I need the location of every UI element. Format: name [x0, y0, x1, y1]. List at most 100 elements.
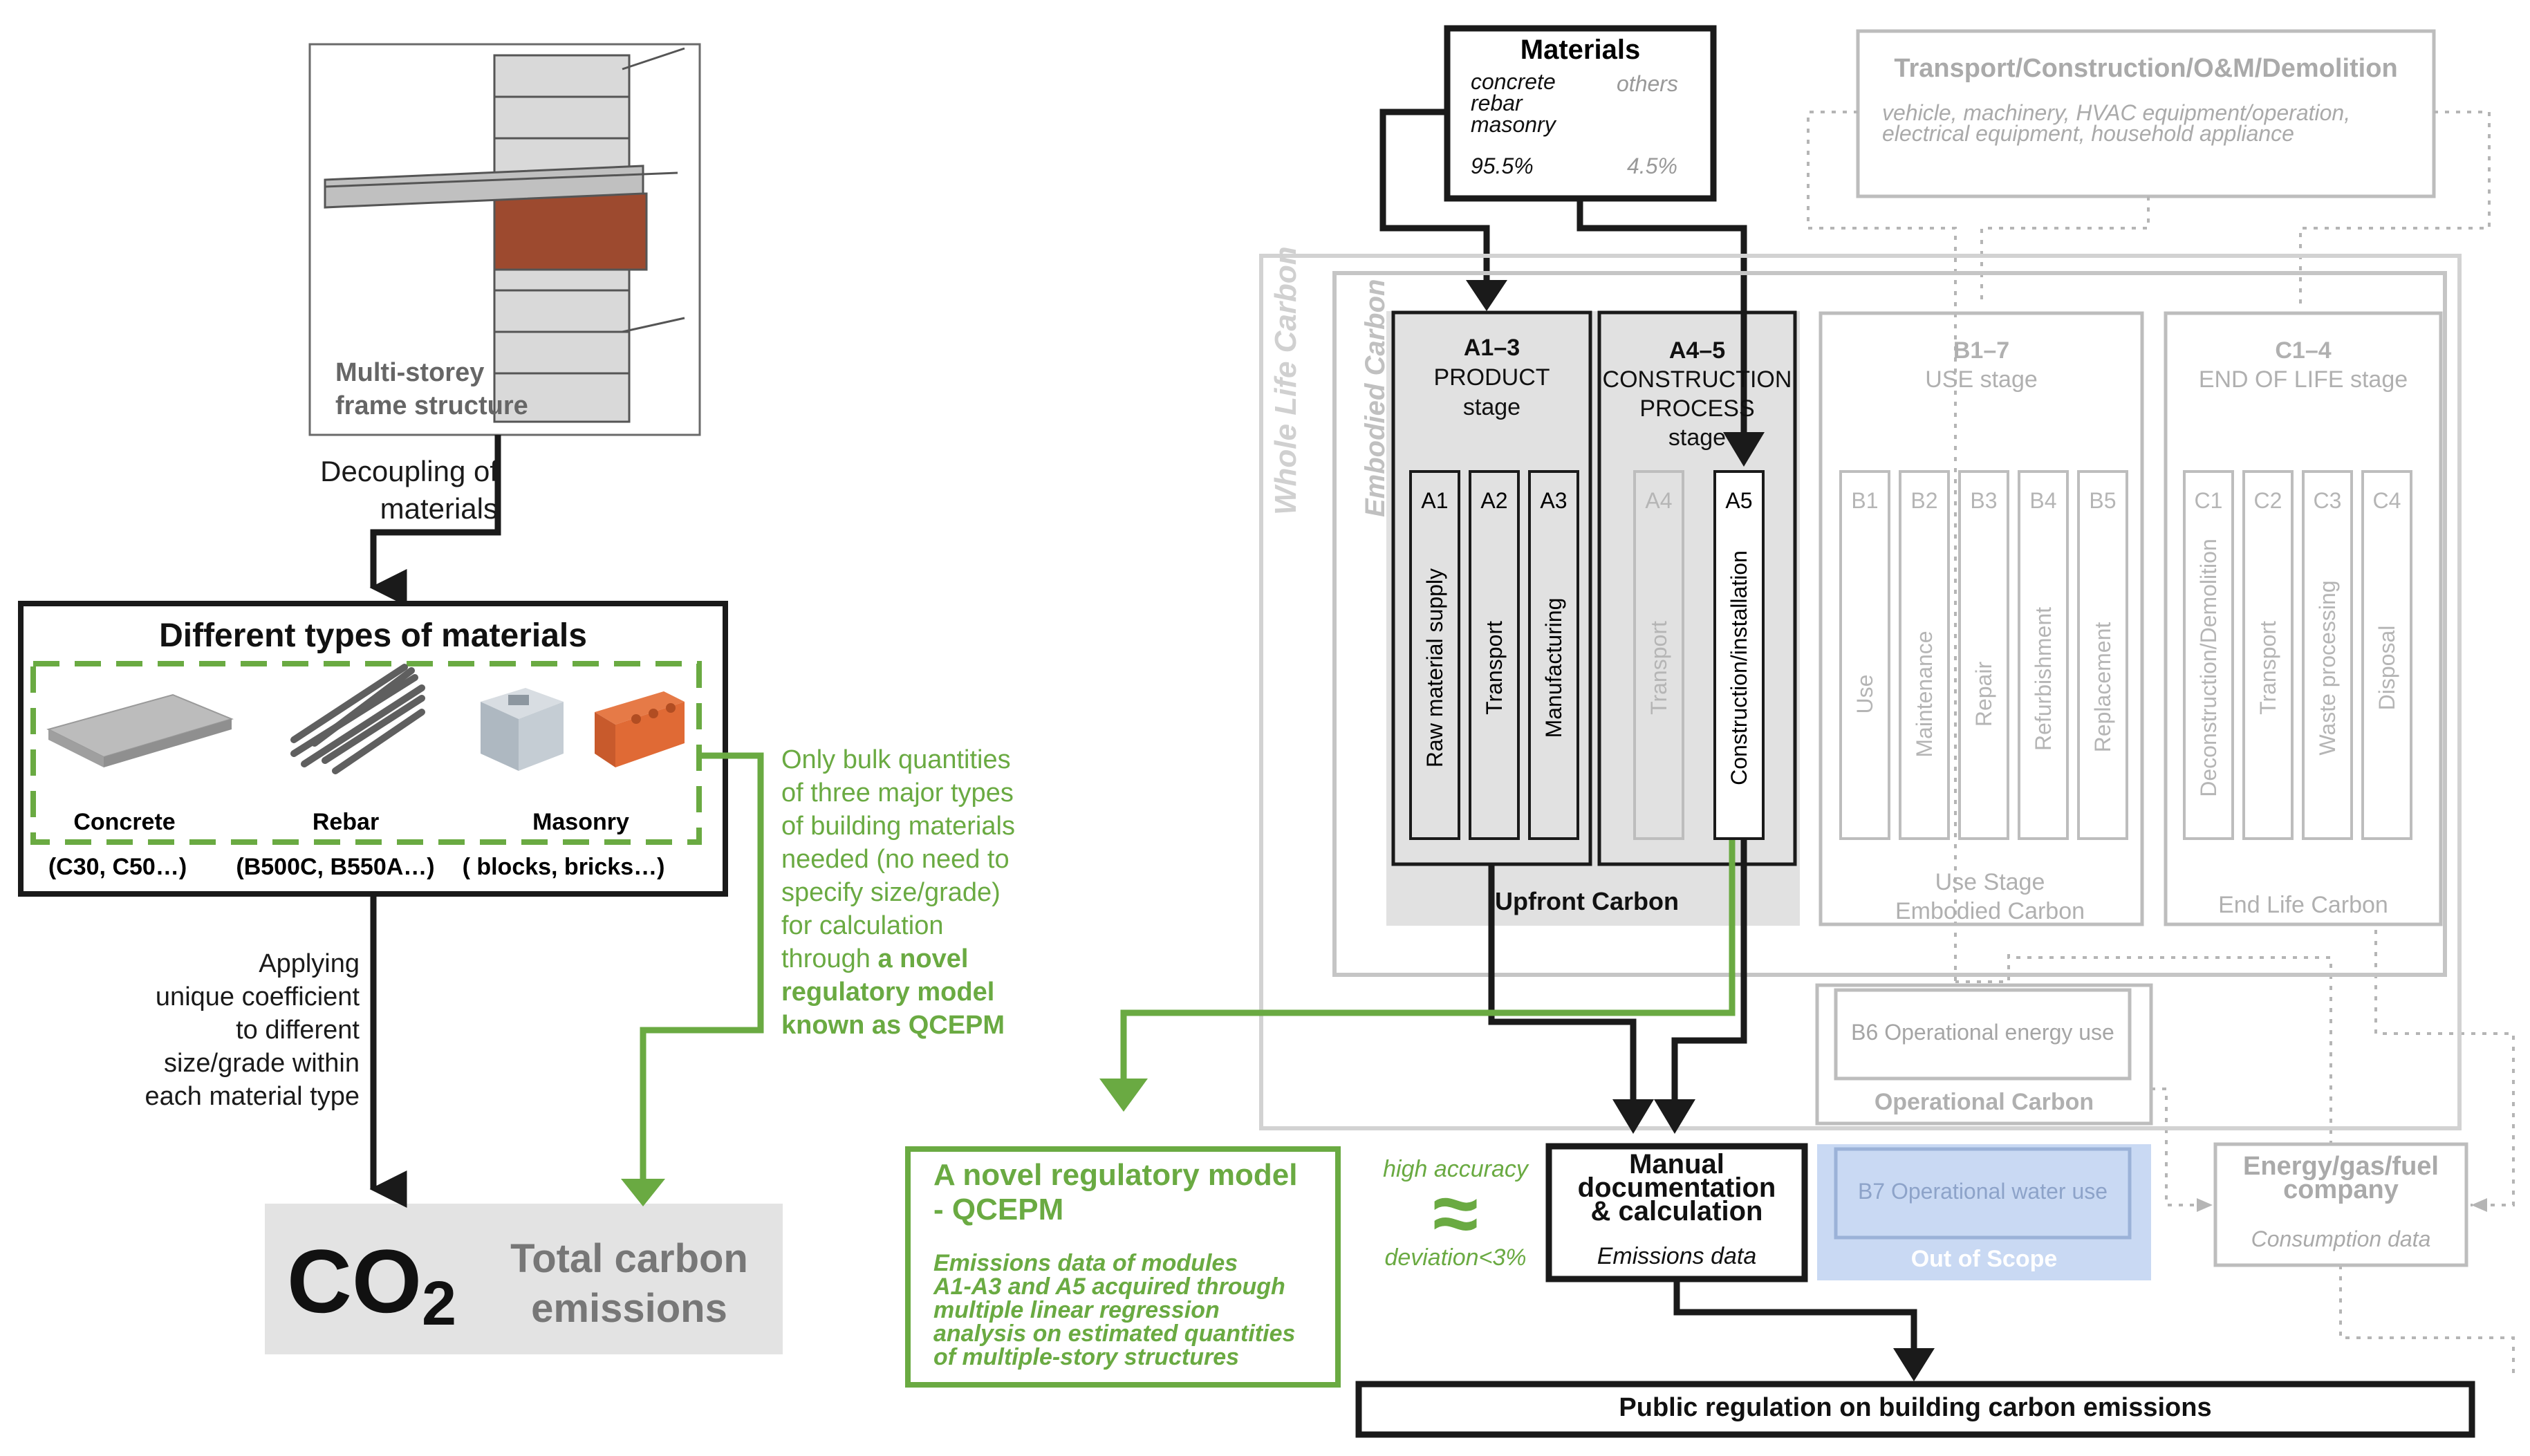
- embodied-carbon-frame: [1332, 271, 2447, 977]
- structure-caption-line1: Multi-storey: [335, 358, 485, 387]
- module-a3: A3 Manufacturing: [1528, 470, 1579, 840]
- decoupling-line1: Decoupling of: [320, 455, 498, 487]
- module-a5-code: A5: [1725, 488, 1753, 513]
- use-stage-line2: Embodied Carbon: [1895, 898, 2085, 924]
- bulk-line7-pre: through: [781, 944, 878, 973]
- bulk-line9: known as QCEPM: [781, 1011, 1005, 1040]
- manual-line3: & calculation: [1590, 1196, 1763, 1226]
- module-a4-code: A4: [1645, 488, 1673, 513]
- bulk-line3: of building materials: [781, 812, 1015, 841]
- structure-caption: Multi-storey frame structure: [335, 356, 528, 422]
- end-life-carbon-label: End Life Carbon: [2218, 892, 2388, 918]
- c-to-energy: [2374, 930, 2515, 1206]
- rebar-grades: (B500C, B550A…): [236, 854, 435, 880]
- module-c1: C1 Deconstruction/Demolition: [2183, 470, 2234, 840]
- bulk-line1: Only bulk quantities: [781, 745, 1011, 774]
- whole-life-carbon-label: Whole Life Carbon: [1269, 246, 1303, 515]
- energy-to-bottom: [2339, 1265, 2515, 1379]
- masonry-block-image: [481, 688, 564, 771]
- module-c3-code: C3: [2313, 488, 2342, 513]
- bulk-line6: for calculation: [781, 911, 944, 940]
- concrete-image: [46, 693, 234, 767]
- energy-line1: Energy/gas/fuel: [2243, 1152, 2439, 1181]
- a13-line2: stage: [1462, 394, 1521, 420]
- bulk-quantity-arrow: [640, 752, 764, 1189]
- module-c3-label: Waste processing: [2315, 580, 2340, 756]
- bulk-line7: through a novel: [781, 942, 1099, 976]
- materials-right-percent: 4.5%: [1627, 153, 1677, 178]
- module-a4-label: Transport: [1646, 621, 1671, 715]
- a45-line3: stage: [1668, 424, 1727, 451]
- a45-stage-title: A4–5 CONSTRUCTION PROCESS stage: [1599, 336, 1795, 452]
- transport-box-title: Transport/Construction/O&M/Demolition: [1894, 54, 2398, 83]
- module-a1: A1 Raw material supply: [1409, 470, 1460, 840]
- b17-line1: USE stage: [1925, 366, 2038, 393]
- materials-item-masonry: masonry: [1471, 112, 1556, 137]
- materials-to-a5-arrow: [1576, 198, 1747, 439]
- module-c2: C2 Transport: [2242, 470, 2294, 840]
- module-b3-label: Repair: [1971, 661, 1996, 727]
- coefficient-line3: to different: [236, 1016, 360, 1045]
- a13-stage-title: A1–3 PRODUCT stage: [1393, 333, 1590, 422]
- bulk-line7-bold: a novel: [877, 944, 969, 973]
- module-b5-label: Replacement: [2090, 622, 2115, 753]
- b17-code: B1–7: [1953, 337, 2010, 364]
- energy-box-frame: [2213, 1142, 2468, 1267]
- b17-stage-title: B1–7 USE stage: [1821, 336, 2142, 394]
- qcepm-title-line1: A novel regulatory model: [933, 1158, 1298, 1192]
- materials-left-list: concrete rebar masonry: [1471, 71, 1556, 136]
- module-a4: A4 Transport: [1633, 470, 1684, 840]
- energy-line2: company: [2283, 1175, 2399, 1204]
- materials-item-concrete: concrete: [1471, 69, 1556, 94]
- module-a5: A5 Construction/installation: [1713, 470, 1765, 840]
- module-b1-code: B1: [1851, 488, 1879, 513]
- concrete-label: Concrete: [73, 809, 176, 835]
- co2-panel: [265, 1204, 783, 1354]
- c14-stage-title: C1–4 END OF LIFE stage: [2166, 336, 2441, 394]
- bulk-line8: regulatory model: [781, 978, 995, 1007]
- module-a1-code: A1: [1421, 488, 1449, 513]
- qcepm-title-line2: - QCEPM: [933, 1193, 1064, 1226]
- transport-dotted-centre: [1980, 196, 2150, 304]
- use-stage-to-energy: [2007, 954, 2332, 1144]
- decoupling-arrow: [369, 435, 501, 606]
- qcepm-desc-line1: Emissions data of modules: [933, 1250, 1238, 1276]
- module-c1-code: C1: [2194, 488, 2223, 513]
- b17-stage-frame: [1819, 311, 2144, 926]
- c14-code: C1–4: [2275, 337, 2332, 364]
- module-b5-code: B5: [2089, 488, 2117, 513]
- transport-dotted-right: [2299, 111, 2491, 304]
- module-a2-code: A2: [1480, 488, 1508, 513]
- concrete-grades: (C30, C50…): [48, 854, 187, 880]
- module-c2-code: C2: [2253, 488, 2282, 513]
- energy-arrowhead-right: [2471, 1198, 2487, 1212]
- module-b3-code: B3: [1970, 488, 1998, 513]
- qcepm-desc-line4: analysis on estimated quantities: [933, 1320, 1296, 1347]
- module-c4: C4 Disposal: [2361, 470, 2412, 840]
- qcepm-arrowhead: [1099, 1079, 1148, 1112]
- a13-arrowhead: [1466, 280, 1507, 311]
- co2-label: Total carbon emissions: [494, 1234, 764, 1334]
- module-a3-label: Manufacturing: [1541, 597, 1566, 738]
- operational-carbon-label: Operational Carbon: [1874, 1089, 2094, 1115]
- module-b5: B5 Replacement: [2077, 470, 2128, 840]
- module-a1-label: Raw material supply: [1422, 568, 1447, 768]
- manual-to-public-arrow: [1673, 1279, 1917, 1355]
- bulk-arrowhead: [621, 1179, 665, 1206]
- whole-life-carbon-frame: [1259, 254, 2462, 1130]
- qcepm-desc-line2: A1-A3 and A5 acquired through: [933, 1273, 1285, 1300]
- structure-caption-line2: frame structure: [335, 391, 528, 420]
- energy-arrowhead-left: [2197, 1198, 2213, 1212]
- a45-stage-frame: [1597, 310, 1797, 866]
- qcepm-title: A novel regulatory model - QCEPM: [933, 1158, 1328, 1227]
- c14-stage-frame: [2164, 311, 2443, 926]
- module-a3-code: A3: [1540, 488, 1568, 513]
- a45-code: A4–5: [1668, 337, 1726, 364]
- a13-line1: PRODUCT: [1433, 364, 1550, 391]
- module-c3: C3 Waste processing: [2302, 470, 2353, 840]
- module-a5-label: Construction/installation: [1727, 550, 1751, 785]
- manual-arrowhead-right: [1654, 1099, 1695, 1134]
- transport-box-frame: [1856, 29, 2436, 198]
